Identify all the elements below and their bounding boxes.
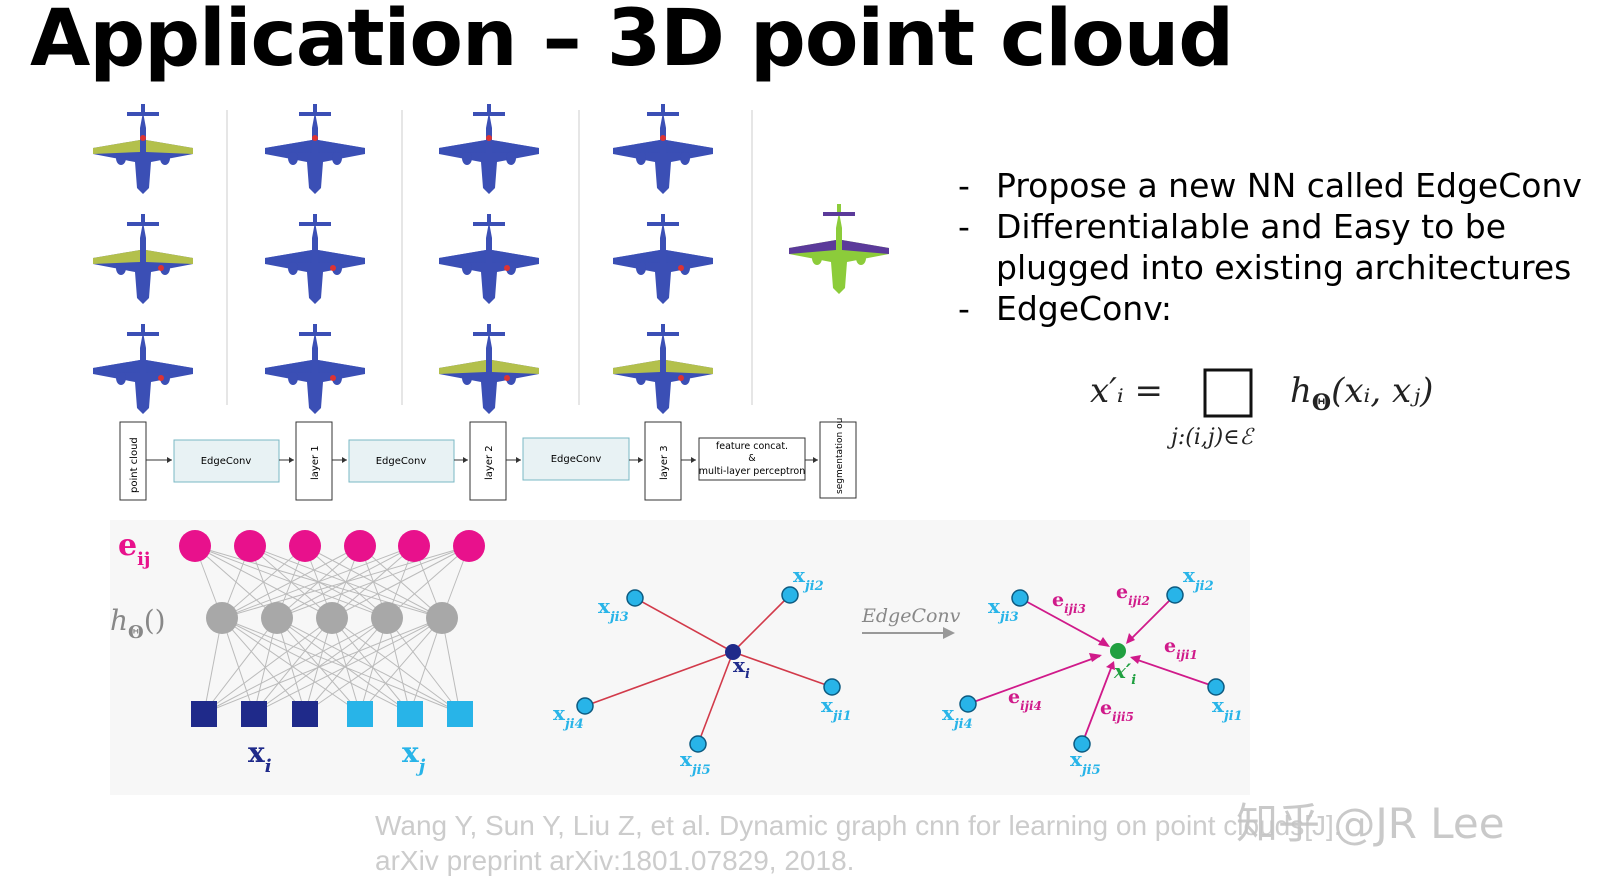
input-node [191,701,217,727]
bullet-list: -Propose a new NN called EdgeConv -Diffe… [958,165,1598,329]
node-label-ji4: xji4 [553,701,584,732]
bullet-item: -Differentialable and Easy to be [958,207,1507,246]
point-cloud-plane-icon [439,214,539,304]
edge-node [289,530,321,562]
edge-label-iji3: eiji3 [1052,589,1086,616]
edge-node [344,530,376,562]
input-node [397,701,423,727]
hidden-node [426,602,458,634]
edgeconv-arrow-label: EdgeConv [861,605,961,627]
xi-label: xi [248,736,272,777]
input-node [347,701,373,727]
center-label-xi-prime: x′i [1113,659,1136,688]
block-edgeconv-3: EdgeConv [551,454,602,465]
node-label-ji3-right: xji3 [988,594,1019,625]
edge-label-iji2: eiji2 [1116,581,1150,608]
watermark: 知乎 @JR Lee [1236,799,1505,848]
edge-label-iji5: eiji5 [1100,697,1134,724]
point-cloud-plane-icon [439,104,539,194]
point-cloud-plane-icon [93,214,193,304]
point-cloud-plane-icon [613,104,713,194]
edge-label-iji1: eiji1 [1164,635,1198,662]
aggregation-box-icon [1203,368,1253,418]
node-label-ji1-right: xji1 [1212,693,1243,724]
bullet-text: Propose a new NN called EdgeConv [996,166,1582,205]
block-feature-concat: feature concat. [716,441,788,452]
airplane-point-cloud-figure [93,104,889,414]
point-cloud-plane-icon [439,324,539,414]
edge-node [234,530,266,562]
edge-label-iji4: eiji4 [1008,686,1042,713]
block-edgeconv-2: EdgeConv [376,456,427,467]
block-layer-2: layer 2 [484,445,495,480]
edge-feature-label: eij [118,528,150,570]
edgeconv-formula: x′ᵢ = j:(i,j)∈ℰ hΘ(xᵢ, xⱼ) [1090,368,1433,450]
bullet-text: Differentialable and Easy to be [996,207,1507,246]
segmentation-plane-icon [789,204,889,294]
node-label-ji2-right: xji2 [1183,563,1214,594]
block-segmentation-output: segmentation output [835,418,845,494]
bullet-item: -Propose a new NN called EdgeConv [958,166,1582,205]
node-label-ji5: xji5 [680,747,711,778]
point-cloud-plane-icon [93,104,193,194]
edge-node [453,530,485,562]
node-label-ji4-right: xji4 [942,701,973,732]
citation-line: arXiv preprint arXiv:1801.07829, 2018. [375,845,855,876]
point-cloud-plane-icon [265,104,365,194]
point-cloud-plane-icon [265,324,365,414]
node-label-ji1: xji1 [821,693,852,724]
block-ampersand: & [748,453,756,464]
h-theta-label: hΘ() [110,604,166,643]
block-mlp: multi-layer perceptron [699,466,806,477]
input-node [241,701,267,727]
hidden-node [316,602,348,634]
formula-lhs: x′ᵢ = [1090,371,1163,411]
bullet-text-continued: plugged into existing architectures [996,248,1572,287]
hidden-node [371,602,403,634]
hidden-node [261,602,293,634]
node-label-ji5-right: xji5 [1070,747,1101,778]
block-point-cloud: point cloud [129,437,140,493]
node-label-ji3: xji3 [598,594,629,625]
point-cloud-plane-icon [613,324,713,414]
bullet-text: EdgeConv: [996,289,1173,328]
edge-node [179,530,211,562]
bullet-item: -EdgeConv: [958,289,1173,328]
slide-title: Application – 3D point cloud [30,0,1234,84]
block-edgeconv-1: EdgeConv [201,456,252,467]
edgeconv-graph-figure: eij hΘ() xi xj xji3 xji2 xji4 xji1 xji5 … [110,520,1250,795]
hidden-node [206,602,238,634]
input-node [447,701,473,727]
xj-label: xj [402,736,426,777]
node-label-ji2: xji2 [793,563,824,594]
block-layer-1: layer 1 [310,445,321,480]
citation-line: Wang Y, Sun Y, Liu Z, et al. Dynamic gra… [375,810,1342,841]
point-cloud-plane-icon [265,214,365,304]
edge-node [398,530,430,562]
edgeconv-pipeline-diagram: point cloud EdgeConv layer 1 EdgeConv la… [119,418,857,501]
point-cloud-plane-icon [93,324,193,414]
citation: Wang Y, Sun Y, Liu Z, et al. Dynamic gra… [375,808,1342,878]
center-label-xi: xi [733,653,750,682]
point-cloud-plane-icon [613,214,713,304]
input-node [292,701,318,727]
formula-rhs: hΘ(xᵢ, xⱼ) [1290,371,1433,416]
block-layer-3: layer 3 [659,445,670,480]
formula-agg-subscript: j:(i,j)∈ℰ [1166,425,1256,450]
